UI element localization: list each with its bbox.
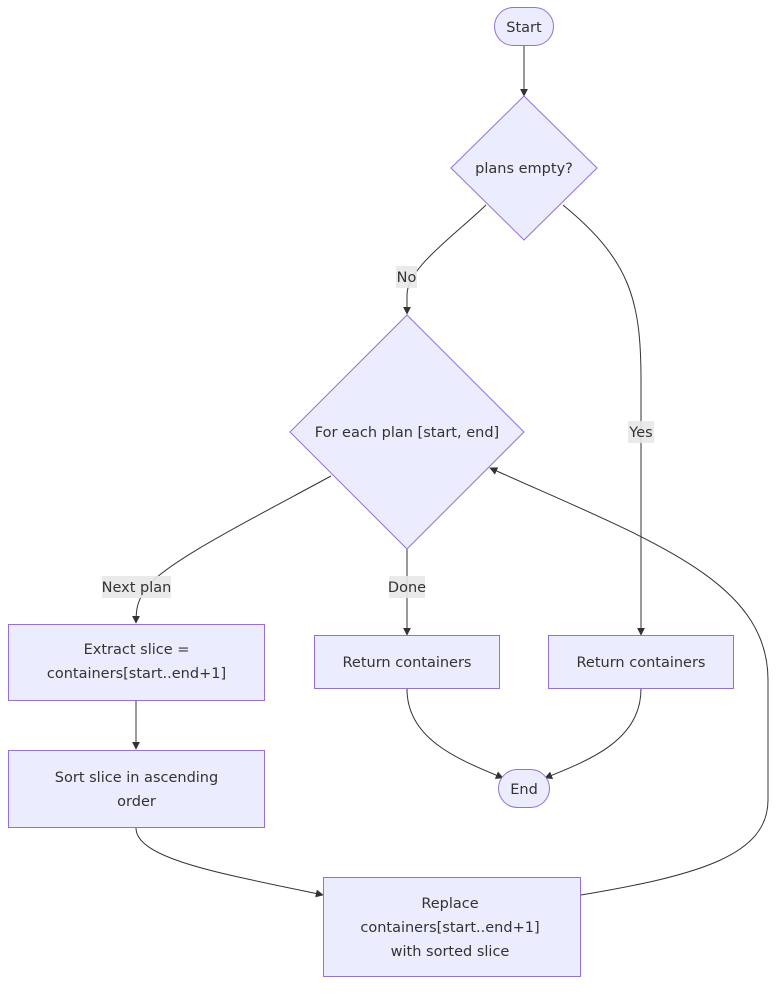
edge-label-yes-text: Yes [628, 425, 652, 441]
node-return-done-label: Return containers [343, 655, 472, 671]
edge-yes [562, 204, 645, 636]
edge-label-no-text: No [397, 270, 417, 286]
node-end-label: End [510, 782, 538, 798]
edge-no [403, 204, 487, 315]
node-sort-line2: order [117, 794, 156, 810]
edge-loop-back [489, 467, 769, 896]
edge-labels: No Yes Next plan Done [102, 266, 654, 598]
node-extract-slice: Extract slice = containers[start..end+1] [8, 624, 265, 701]
node-end: End [498, 769, 550, 808]
node-for-each-decision: For each plan [start, end] [289, 314, 525, 550]
node-return-yes-label: Return containers [577, 655, 706, 671]
edges [132, 46, 769, 898]
node-for-each-label: For each plan [start, end] [315, 425, 499, 441]
node-replace-line3: with sorted slice [391, 944, 510, 960]
node-start-label: Start [506, 20, 542, 36]
edge-label-done-text: Done [388, 580, 426, 596]
edge-return-done-to-end [406, 688, 504, 779]
node-replace-line1: Replace [421, 896, 478, 912]
node-plans-empty-label: plans empty? [475, 161, 573, 177]
edge-next-plan [132, 475, 332, 624]
edge-label-next-plan-text: Next plan [102, 580, 172, 596]
nodes: Start plans empty? For each plan [start,… [8, 7, 734, 977]
node-start: Start [494, 7, 554, 46]
node-extract-line2: containers[start..end+1] [47, 666, 226, 682]
node-replace: Replace containers[start..end+1] with so… [323, 877, 581, 977]
node-extract-line1: Extract slice = [84, 642, 190, 658]
edge-label-yes: Yes [628, 421, 654, 443]
node-plans-empty-decision: plans empty? [450, 95, 598, 241]
edge-label-done: Done [388, 576, 426, 598]
node-return-containers-done: Return containers [314, 635, 500, 689]
edge-label-no: No [396, 266, 417, 288]
edge-label-next-plan: Next plan [102, 576, 172, 598]
node-sort-slice: Sort slice in ascending order [8, 750, 265, 828]
node-sort-line1: Sort slice in ascending [55, 770, 218, 786]
edge-return-yes-to-end [544, 688, 642, 780]
node-replace-line2: containers[start..end+1] [360, 920, 539, 936]
edge-sort-to-replace [135, 827, 324, 898]
node-return-containers-yes: Return containers [548, 635, 734, 689]
